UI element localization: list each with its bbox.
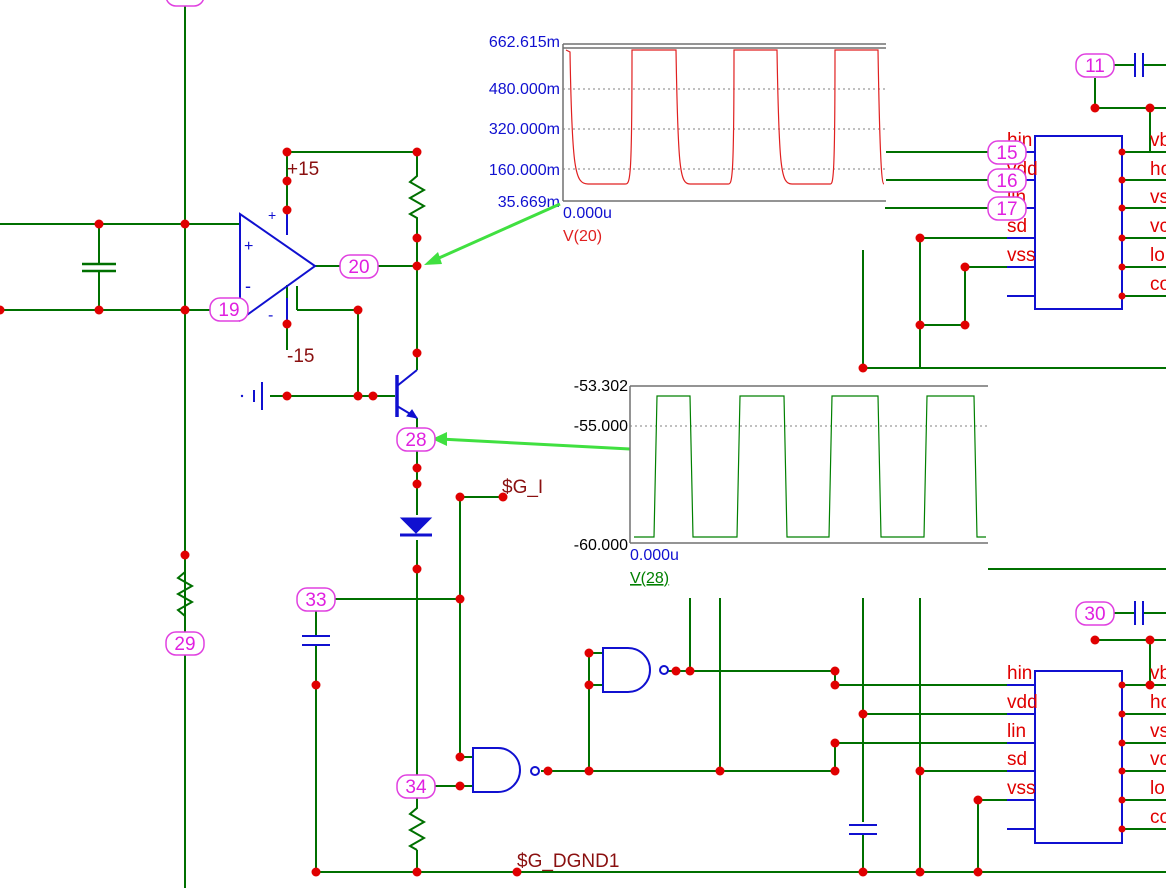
resistor-node-29[interactable] <box>175 555 195 632</box>
capacitor-bottom[interactable] <box>849 824 877 835</box>
svg-text:30: 30 <box>1084 604 1105 625</box>
v28-x-start: 0.000u <box>630 547 679 564</box>
pin-label: hin <box>1007 663 1032 684</box>
capacitor-node-11[interactable] <box>1134 53 1144 77</box>
svg-text:11: 11 <box>1085 56 1105 77</box>
v28-signal-name: V(28) <box>630 570 669 587</box>
opamp-minus-supply-sign: - <box>268 307 273 324</box>
opamp-minus-input-sign: - <box>245 276 251 296</box>
svg-text:19: 19 <box>218 300 239 321</box>
pin-label: vss <box>1007 245 1036 266</box>
opamp-plus-input-sign: + <box>244 238 253 255</box>
pin-label: sd <box>1007 749 1027 770</box>
v28-waveform <box>634 395 986 538</box>
capacitor-node-30[interactable] <box>1134 601 1144 625</box>
net-label-plus15: +15 <box>287 159 319 180</box>
driver-upper-pin-labels: hin vdd lin sd vss vb ho vs vcc lo com <box>1007 130 1166 295</box>
nand-gate-upper[interactable] <box>602 647 669 693</box>
node-tag-29[interactable]: 29 <box>165 631 205 656</box>
node-tag-30[interactable]: 30 <box>1075 601 1115 626</box>
node-tag-15[interactable]: 15 <box>987 140 1027 165</box>
pin-label: lo <box>1150 245 1165 266</box>
resistor-collector[interactable] <box>407 170 427 222</box>
gate-driver-ic-lower[interactable] <box>1007 670 1123 844</box>
v28-y-tick: -60.000 <box>574 537 628 554</box>
node-tag-33[interactable]: 33 <box>296 587 336 612</box>
node-tag-17[interactable]: 17 <box>987 196 1027 221</box>
npn-transistor[interactable] <box>395 369 419 419</box>
opamp-plus-supply-sign: + <box>268 207 276 223</box>
nand-gate-lower[interactable] <box>472 747 540 793</box>
pin-label: lin <box>1007 721 1026 742</box>
v20-y-tick: 662.615m <box>489 34 560 51</box>
net-label-minus15: -15 <box>287 346 314 367</box>
svg-text:28: 28 <box>405 430 426 451</box>
svg-text:15: 15 <box>996 143 1017 164</box>
probe-arrow-v28 <box>432 432 631 451</box>
v20-y-tick: 160.000m <box>489 162 560 179</box>
capacitor-node-33[interactable] <box>302 635 330 646</box>
svg-text:17: 17 <box>996 199 1017 220</box>
pin-label: vcc <box>1150 749 1166 770</box>
node-tag-20[interactable]: 20 <box>339 254 379 279</box>
probe-scope-v28[interactable]: -53.302 -55.000 -60.000 0.000u V(28) <box>574 378 988 587</box>
svg-text:29: 29 <box>174 634 195 655</box>
node-tag-28[interactable]: 28 <box>396 427 436 452</box>
junction-dots <box>0 103 1155 877</box>
pin-label: lo <box>1150 778 1165 799</box>
node-tag-11[interactable]: 11 <box>1075 53 1115 78</box>
driver-lower-pin-labels: hin vdd lin sd vss vb ho vs vcc lo com <box>1007 663 1166 828</box>
node-tag-19[interactable]: 19 <box>209 297 249 322</box>
v20-waveform <box>565 49 885 185</box>
node-tag-34[interactable]: 34 <box>396 774 436 799</box>
pin-label: sd <box>1007 216 1027 237</box>
net-label-g-dgnd1: $G_DGND1 <box>517 851 619 872</box>
node-tag-16[interactable]: 16 <box>987 168 1027 193</box>
capacitor-left[interactable] <box>82 262 116 273</box>
resistor-emitter[interactable] <box>407 800 427 851</box>
svg-text:16: 16 <box>996 171 1017 192</box>
pin-label: vdd <box>1007 692 1038 713</box>
net-label-g-i: $G_I <box>502 477 543 498</box>
v20-y-tick: 480.000m <box>489 81 560 98</box>
svg-text:33: 33 <box>305 590 326 611</box>
pin-label: vss <box>1007 778 1036 799</box>
pin-label: ho <box>1150 692 1166 713</box>
v28-y-tick: -53.302 <box>574 378 628 395</box>
pin-label: vb <box>1150 130 1166 151</box>
v20-y-tick: 35.669m <box>498 194 560 211</box>
pin-label: vb <box>1150 663 1166 684</box>
pin-label: ho <box>1150 159 1166 180</box>
op-amp[interactable]: + - + - <box>239 207 317 324</box>
probe-arrow-v20 <box>424 202 561 265</box>
node-tag-top-clipped <box>166 0 204 7</box>
svg-text:20: 20 <box>348 257 369 278</box>
v20-x-start: 0.000u <box>563 205 612 222</box>
pin-label: com <box>1150 274 1166 295</box>
v28-y-tick: -55.000 <box>574 418 628 435</box>
pin-label: vs <box>1150 187 1166 208</box>
probe-scope-v20[interactable]: 662.615m 480.000m 320.000m 160.000m 35.6… <box>489 34 886 245</box>
diode[interactable] <box>399 517 433 537</box>
dc-source-base[interactable] <box>240 382 263 410</box>
pin-label: vs <box>1150 721 1166 742</box>
pin-label: com <box>1150 807 1166 828</box>
v20-signal-name: V(20) <box>563 228 602 245</box>
v20-y-tick: 320.000m <box>489 121 560 138</box>
pin-label: vcc <box>1150 216 1166 237</box>
svg-text:34: 34 <box>405 777 427 798</box>
